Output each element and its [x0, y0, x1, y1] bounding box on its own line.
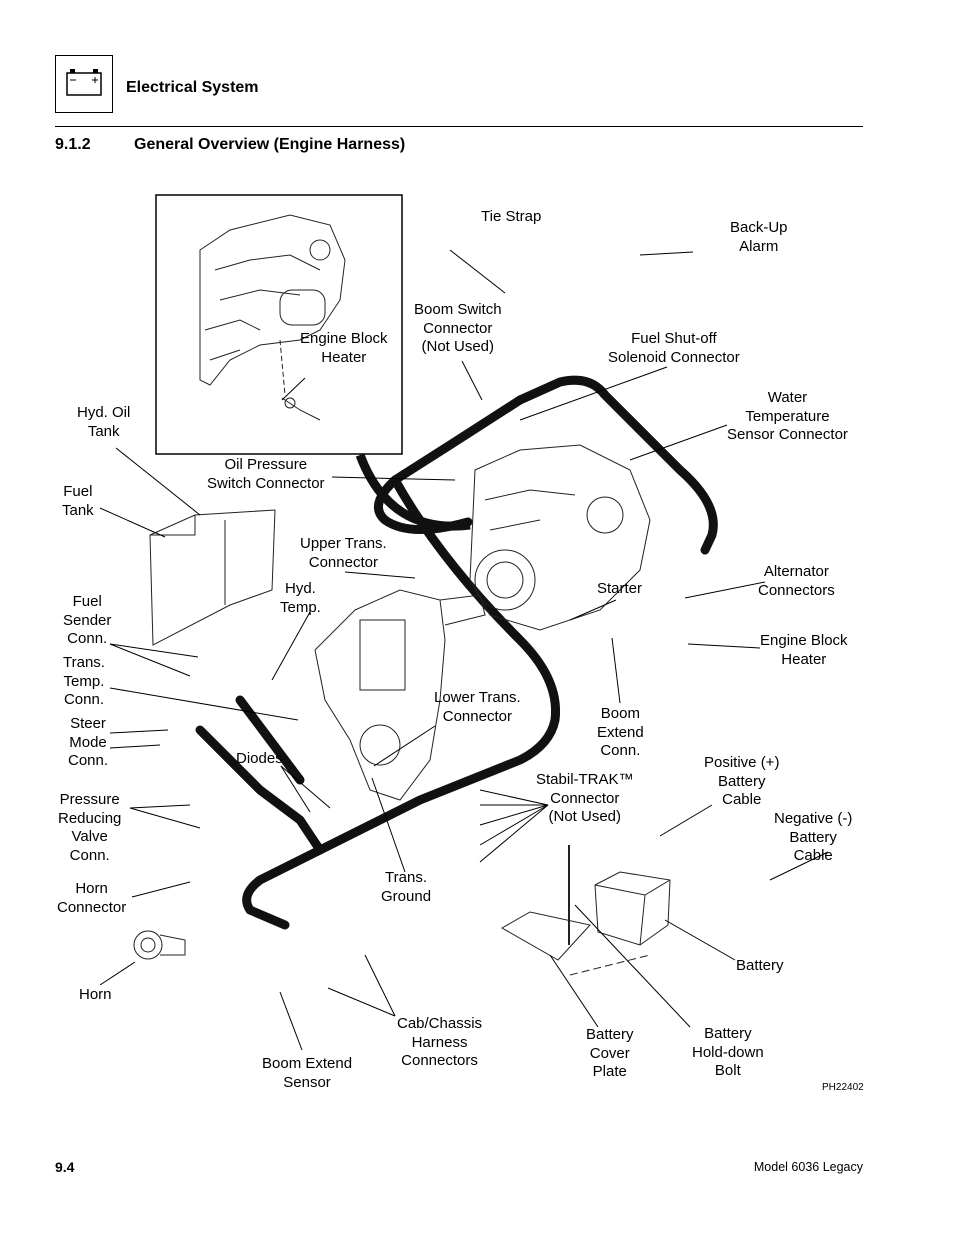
- section-title: General Overview (Engine Harness): [134, 136, 406, 153]
- leader-lines: [99, 249, 829, 1051]
- section-number: 9.1.2: [55, 136, 91, 153]
- model-name: Model 6036 Legacy: [753, 1160, 863, 1174]
- label-starter: Starter: [597, 580, 643, 597]
- transmission-drawing: [314, 589, 486, 801]
- battery-drawing: [500, 845, 671, 976]
- label-battery: Battery: [736, 957, 784, 974]
- header-title: Electrical System: [126, 79, 259, 96]
- label-lower-trans-connector: Lower Trans.Connector: [434, 689, 521, 725]
- figure-id: PH22402: [822, 1082, 864, 1093]
- label-trans-ground: Trans.Ground: [381, 869, 432, 905]
- fuel-tank-drawing: [149, 509, 276, 646]
- inset-engine-drawing: [199, 214, 346, 421]
- harness-inset-arc: [355, 453, 471, 531]
- harness-main-trunk: [195, 375, 718, 930]
- page-number: 9.4: [55, 1159, 75, 1175]
- label-tie-strap: Tie Strap: [481, 208, 542, 225]
- battery-icon-box: [55, 55, 113, 113]
- label-upper-trans-connector: Upper Trans.Connector: [300, 535, 387, 571]
- inset-box: [155, 194, 403, 455]
- battery-icon: [66, 69, 102, 96]
- header-rule: [55, 126, 863, 127]
- label-horn: Horn: [79, 986, 112, 1003]
- label-trans-temp-conn: Trans.Temp.Conn.: [63, 654, 105, 708]
- engine-drawing: [469, 444, 651, 631]
- horn-drawing: [133, 930, 186, 960]
- label-diodes: Diodes: [236, 750, 283, 767]
- label-hyd-temp: Hyd.Temp.: [280, 580, 321, 616]
